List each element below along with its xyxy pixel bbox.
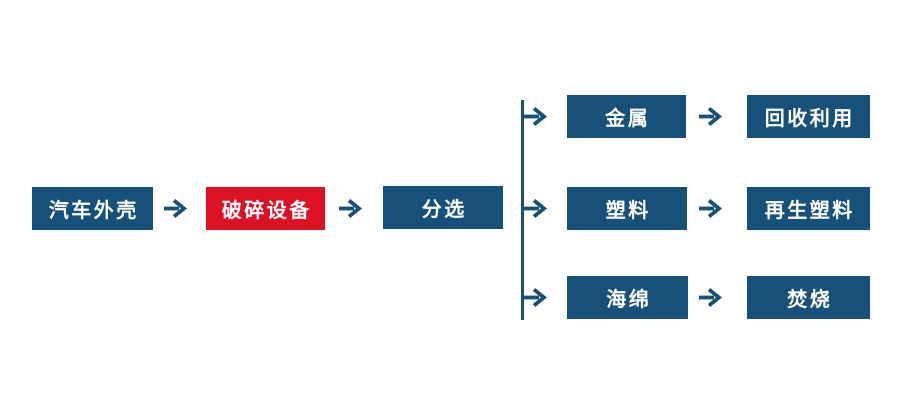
flow-arrow-icon [698, 287, 724, 308]
branch-arrow-icon [523, 106, 549, 127]
node-car-shell: 汽车外壳 [32, 187, 153, 230]
flow-arrow-icon [698, 106, 724, 127]
node-sorting-label: 分选 [421, 199, 467, 221]
node-metal-label: 金属 [605, 108, 651, 130]
node-car-shell-label: 汽车外壳 [48, 200, 139, 222]
node-recycling-reuse-label: 回收利用 [764, 108, 855, 130]
node-plastic: 塑料 [567, 187, 687, 230]
node-recycling-reuse: 回收利用 [747, 95, 870, 138]
branch-connector-line [521, 100, 524, 320]
node-crushing-equipment: 破碎设备 [206, 187, 325, 230]
node-sponge-label: 海绵 [606, 289, 652, 311]
node-incineration-label: 焚烧 [787, 289, 833, 311]
flow-arrow-icon [698, 198, 724, 219]
node-sorting: 分选 [383, 186, 503, 229]
branch-arrow-icon [523, 198, 549, 219]
node-plastic-label: 塑料 [605, 200, 651, 222]
node-recycled-plastic-label: 再生塑料 [764, 200, 855, 222]
branch-arrow-icon [523, 287, 549, 308]
node-sponge: 海绵 [567, 276, 688, 319]
node-incineration: 焚烧 [747, 276, 870, 319]
node-crushing-equipment-label: 破碎设备 [221, 200, 312, 222]
flow-arrow-icon [338, 198, 364, 219]
node-recycled-plastic: 再生塑料 [747, 187, 870, 230]
node-metal: 金属 [567, 95, 686, 138]
flow-arrow-icon [163, 198, 189, 219]
